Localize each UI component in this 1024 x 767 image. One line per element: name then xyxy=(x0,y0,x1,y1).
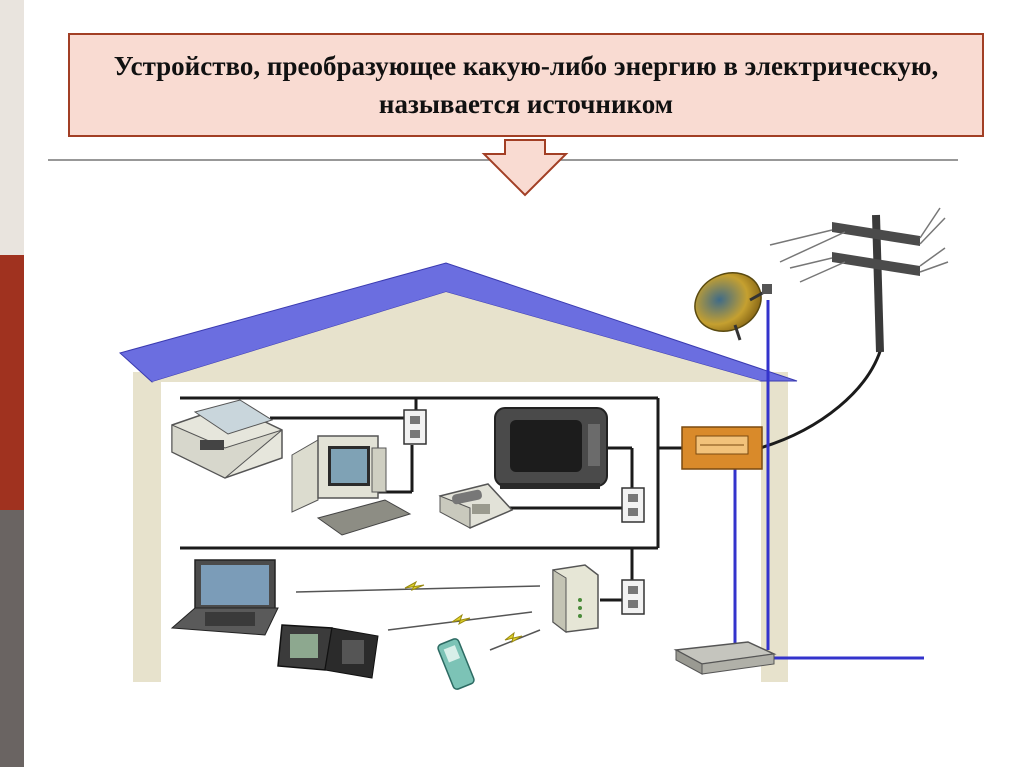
telephone-icon xyxy=(438,483,514,529)
cell-phone-icon xyxy=(437,638,475,690)
definition-callout: Устройство, преобразующее какую-либо эне… xyxy=(68,33,984,137)
sidebar-top-band xyxy=(0,0,24,255)
sidebar-middle-band xyxy=(0,255,24,510)
fax-machine-icon xyxy=(171,399,283,479)
television-icon xyxy=(494,407,608,489)
down-arrow xyxy=(481,139,569,197)
utility-pole-icon xyxy=(769,207,949,353)
desktop-computer-icon xyxy=(291,435,412,536)
network-wiring xyxy=(733,300,924,660)
wireless-signals xyxy=(295,580,541,651)
electric-meter-icon xyxy=(681,426,763,470)
power-outlets xyxy=(403,409,645,615)
satellite-dish-icon xyxy=(694,272,772,341)
definition-text: Устройство, преобразующее какую-либо эне… xyxy=(113,51,939,119)
house xyxy=(118,262,798,682)
laptop-icon xyxy=(170,559,279,636)
sidebar-bottom-band xyxy=(0,510,24,767)
pda-icon xyxy=(277,624,379,679)
modem-icon xyxy=(673,641,777,675)
wifi-router-icon xyxy=(552,564,599,634)
